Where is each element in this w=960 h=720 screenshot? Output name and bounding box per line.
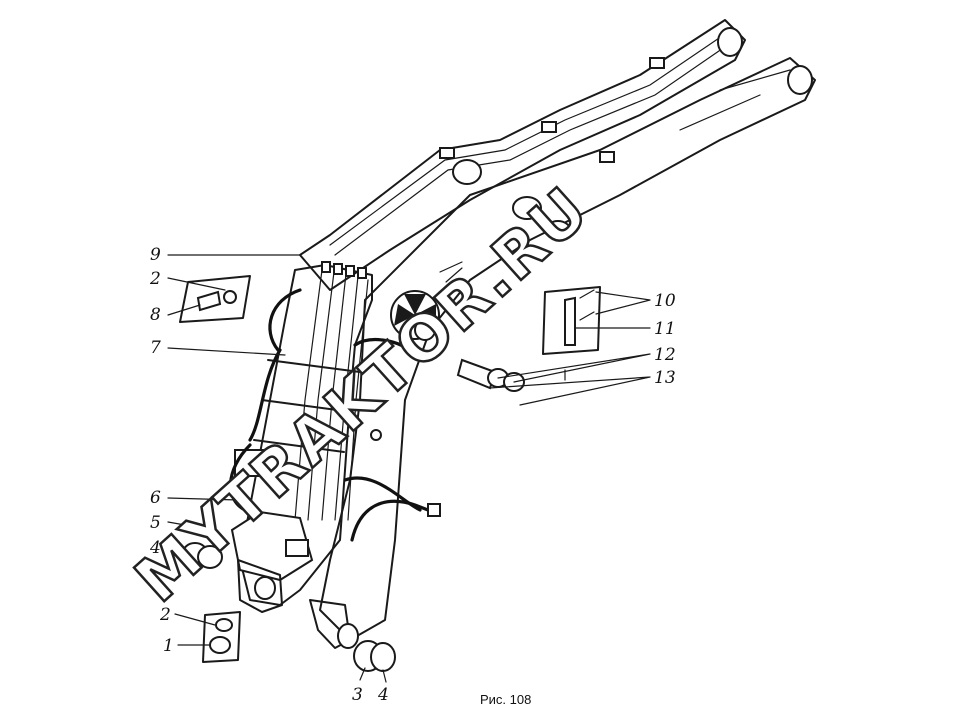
pin-boss bbox=[512, 196, 542, 220]
callout-2-top: 2 bbox=[149, 269, 161, 289]
bolt-1 bbox=[209, 636, 231, 654]
inset-bolt-8 bbox=[179, 275, 251, 323]
callout-2-bottom: 2 bbox=[159, 605, 171, 625]
hose-clamp bbox=[599, 151, 615, 163]
callout-5: 5 bbox=[150, 513, 161, 533]
hole bbox=[370, 429, 382, 441]
callout-11: 11 bbox=[654, 319, 676, 339]
foot-boss bbox=[337, 623, 359, 649]
pipe-fitting bbox=[345, 265, 355, 277]
figure-caption: Рис. 108 bbox=[480, 692, 531, 707]
callout-4-bottom: 4 bbox=[377, 685, 389, 705]
hoses bbox=[229, 288, 441, 542]
pivot-pin bbox=[414, 319, 436, 341]
washer-4-bottom bbox=[370, 642, 396, 672]
hose-clamp bbox=[439, 147, 455, 159]
pipe-fitting bbox=[357, 267, 367, 279]
hydraulic-frame bbox=[230, 261, 373, 613]
callout-6: 6 bbox=[150, 488, 161, 508]
inset-pin bbox=[542, 286, 601, 355]
pin-boss bbox=[452, 159, 482, 185]
leader-lines bbox=[167, 254, 651, 683]
watermark-text: MYTRAKTOR.RU bbox=[121, 172, 602, 616]
callout-10: 10 bbox=[654, 291, 676, 311]
pin-boss bbox=[717, 27, 743, 57]
callout-13: 13 bbox=[654, 368, 676, 388]
washer-2-bottom bbox=[215, 618, 233, 632]
callout-9-top: 9 bbox=[150, 245, 161, 265]
boom-body bbox=[299, 19, 816, 649]
junction-box bbox=[234, 449, 264, 477]
callout-8: 8 bbox=[150, 305, 161, 325]
valve-block bbox=[230, 510, 314, 582]
callout-7: 7 bbox=[150, 338, 161, 358]
pipe-fitting bbox=[333, 263, 343, 275]
pin-boss bbox=[545, 220, 571, 240]
washer-4-left bbox=[197, 545, 223, 569]
loose-parts bbox=[179, 275, 601, 672]
callout-3: 3 bbox=[352, 685, 363, 705]
hose-connector bbox=[427, 503, 441, 517]
callout-12: 12 bbox=[654, 345, 676, 365]
callout-4-left: 4 bbox=[149, 538, 161, 558]
pin-11 bbox=[564, 296, 576, 346]
plate-hole bbox=[254, 576, 276, 600]
pipe-fitting bbox=[321, 261, 331, 273]
callout-1: 1 bbox=[163, 636, 174, 656]
hose-clamp bbox=[541, 121, 557, 133]
inset-bolt-1 bbox=[202, 611, 241, 663]
bolt-8 bbox=[196, 290, 222, 312]
hose-clamp bbox=[649, 57, 665, 69]
callouts: 9 2 8 7 6 5 4 2 1 3 4 10 11 12 13 bbox=[149, 245, 676, 705]
valve-fitting bbox=[285, 539, 309, 557]
pin-boss bbox=[787, 65, 813, 95]
washer-2-top bbox=[223, 290, 237, 304]
